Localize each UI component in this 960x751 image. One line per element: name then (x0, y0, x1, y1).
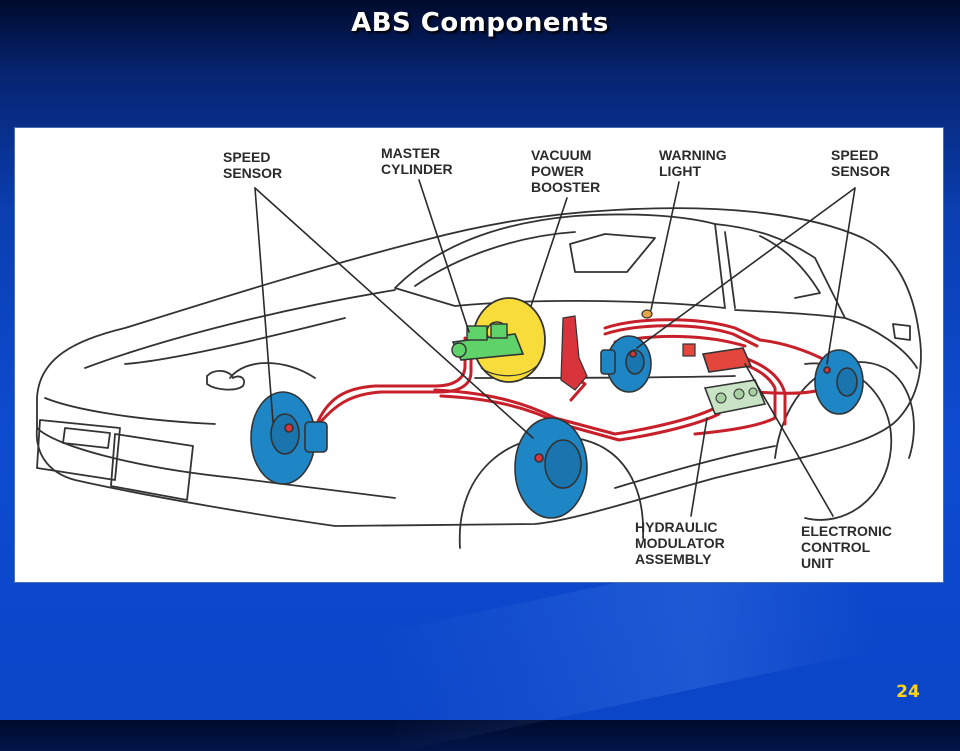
label-electronic-control-unit: ELECTRONIC CONTROL UNIT (801, 523, 896, 571)
label-master-cylinder: MASTER CYLINDER (381, 145, 453, 177)
slide-title: ABS Components (351, 8, 609, 38)
front-right-brake-rotor (514, 417, 588, 519)
page-number: 24 (896, 682, 920, 702)
abs-diagram-svg: SPEED SENSOR MASTER CYLINDER VACUUM POWE… (35, 145, 922, 571)
leader-lines (254, 179, 856, 517)
electronic-control-unit (682, 343, 753, 373)
rear-left-brake-rotor (600, 335, 652, 393)
label-speed-sensor-left: SPEED SENSOR (223, 149, 282, 181)
master-cylinder (451, 323, 525, 361)
label-speed-sensor-right: SPEED SENSOR (831, 147, 890, 179)
label-vacuum-power-booster: VACUUM POWER BOOSTER (531, 147, 600, 195)
brake-pedal-bracket (560, 315, 588, 391)
car-outline (35, 207, 922, 549)
rear-right-brake-rotor (814, 349, 864, 415)
label-hydraulic-modulator-assembly: HYDRAULIC MODULATOR ASSEMBLY (635, 519, 729, 567)
warning-light-bulb (641, 309, 653, 319)
label-warning-light: WARNING LIGHT (659, 147, 731, 179)
hydraulic-modulator (703, 379, 767, 415)
abs-diagram: SPEED SENSOR MASTER CYLINDER VACUUM POWE… (14, 127, 944, 583)
front-left-brake-rotor (250, 391, 328, 485)
